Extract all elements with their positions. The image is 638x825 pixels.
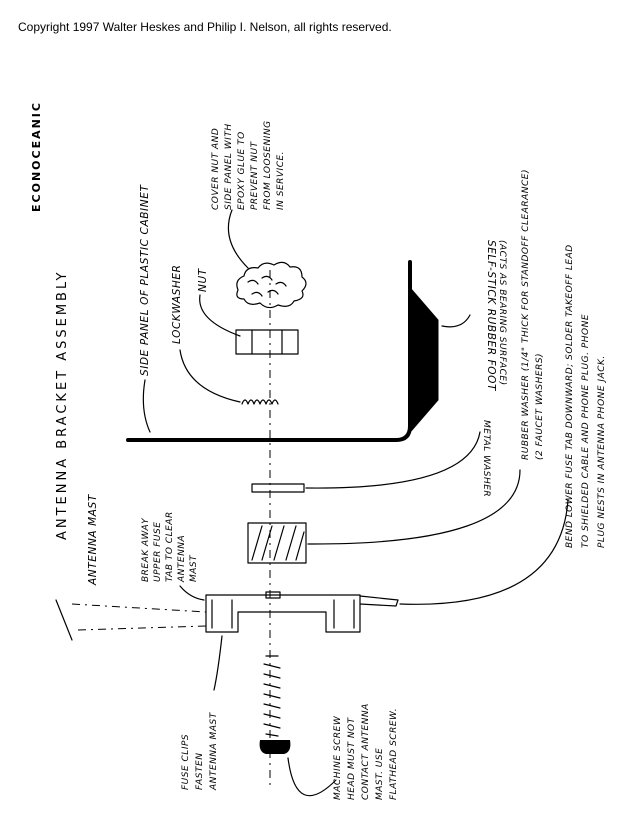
fuse-bracket-center	[265, 591, 281, 599]
side-panel-label: SIDE PANEL OF PLASTIC CABINET	[139, 184, 151, 376]
fuse-tab-bent	[359, 595, 399, 607]
svg-text:IN SERVICE.: IN SERVICE.	[276, 151, 286, 210]
leader-self-stick	[441, 314, 471, 328]
metal-washer-note: METAL WASHER (ACTS AS BEARING SURFACE)	[481, 240, 507, 497]
svg-text:(ACTS AS BEARING SURFACE): (ACTS AS BEARING SURFACE)	[497, 240, 507, 386]
svg-text:FROM LOOSENING: FROM LOOSENING	[263, 120, 273, 210]
brand-label: ECONOCEANIC	[30, 101, 43, 212]
nut-label: NUT	[197, 267, 209, 292]
svg-text:MAST: MAST	[189, 554, 199, 582]
leader-cover-nut	[227, 209, 249, 269]
leader-metal-washer	[305, 431, 481, 489]
leader-side-panel	[142, 379, 151, 433]
svg-text:BREAK AWAY: BREAK AWAY	[141, 517, 151, 582]
svg-text:HEAD MUST NOT: HEAD MUST NOT	[347, 716, 357, 800]
svg-text:RUBBER WASHER (1/4" THICK FOR: RUBBER WASHER (1/4" THICK FOR STANDOFF C…	[521, 169, 531, 460]
svg-text:BEND LOWER FUSE TAB DOWNWARD;: BEND LOWER FUSE TAB DOWNWARD; SOLDER TAK…	[565, 244, 575, 548]
title-label: ANTENNA BRACKET ASSEMBLY	[55, 270, 70, 540]
fuse-bracket-clip-left	[211, 599, 233, 629]
self-stick-label: SELF-STICK RUBBER FOOT	[485, 240, 497, 392]
nut-shape	[235, 329, 299, 355]
break-away-note: BREAK AWAY UPPER FUSE TAB TO CLEAR ANTEN…	[141, 511, 199, 583]
fuse-bracket-shape	[205, 594, 361, 633]
rubber-washer-note: RUBBER WASHER (1/4" THICK FOR STANDOFF C…	[521, 169, 545, 460]
leader-machine-screw	[287, 757, 337, 797]
leader-fuse-clips	[213, 635, 223, 691]
machine-screw-note: MACHINE SCREW HEAD MUST NOT CONTACT ANTE…	[333, 703, 399, 800]
machine-screw-head	[259, 740, 291, 754]
svg-text:MACHINE SCREW: MACHINE SCREW	[333, 715, 343, 800]
leader-nut	[199, 294, 241, 337]
svg-text:FASTEN: FASTEN	[195, 753, 205, 790]
machine-screw-thread	[263, 655, 281, 737]
svg-text:MAST. USE: MAST. USE	[375, 748, 385, 800]
svg-text:PREVENT NUT: PREVENT NUT	[250, 140, 260, 210]
antenna-mast-dash-lower	[77, 625, 207, 631]
svg-text:TAB TO CLEAR: TAB TO CLEAR	[165, 511, 175, 582]
svg-text:CONTACT ANTENNA: CONTACT ANTENNA	[361, 703, 371, 800]
rubber-washer-shape	[247, 522, 307, 564]
lockwasher-shape	[241, 399, 279, 405]
svg-text:ANTENNA: ANTENNA	[177, 535, 187, 583]
epoxy-glue-blob	[236, 261, 307, 309]
svg-text:(2 FAUCET WASHERS): (2 FAUCET WASHERS)	[535, 353, 545, 460]
svg-text:EPOXY GLUE TO: EPOXY GLUE TO	[237, 131, 247, 210]
svg-text:FUSE CLIPS: FUSE CLIPS	[181, 734, 191, 790]
svg-text:SIDE PANEL WITH: SIDE PANEL WITH	[224, 123, 234, 210]
antenna-mast-line	[55, 599, 73, 641]
bend-lower-note: BEND LOWER FUSE TAB DOWNWARD; SOLDER TAK…	[565, 244, 607, 548]
svg-text:FLATHEAD SCREW.: FLATHEAD SCREW.	[389, 708, 399, 800]
side-panel-line	[126, 260, 412, 442]
leader-break-away	[179, 585, 205, 601]
lockwasher-label: LOCKWASHER	[171, 264, 183, 344]
metal-washer-shape	[251, 483, 305, 493]
leader-rubber-washer	[307, 469, 521, 545]
svg-text:COVER NUT AND: COVER NUT AND	[211, 128, 221, 210]
svg-text:UPPER FUSE: UPPER FUSE	[153, 522, 163, 582]
antenna-mast-label: ANTENNA MAST	[87, 493, 99, 586]
svg-text:PLUG NESTS IN ANTENNA PHONE JA: PLUG NESTS IN ANTENNA PHONE JACK.	[597, 355, 607, 548]
fuse-bracket-clip-right	[333, 599, 355, 629]
leader-lockwasher	[179, 349, 241, 403]
fuse-clips-note: FUSE CLIPS FASTEN ANTENNA MAST	[181, 711, 219, 791]
rubber-washer-hatch	[251, 525, 305, 561]
rubber-foot	[411, 288, 439, 432]
leader-bend-lower	[399, 499, 569, 605]
antenna-mast-dash-upper	[71, 603, 207, 613]
svg-text:ANTENNA MAST: ANTENNA MAST	[209, 711, 219, 791]
svg-text:TO SHIELDED CABLE AND PHONE PL: TO SHIELDED CABLE AND PHONE PLUG. PHONE	[581, 314, 591, 548]
svg-text:METAL WASHER: METAL WASHER	[481, 420, 491, 497]
epoxy-glue-texture	[247, 275, 287, 297]
cover-nut-note: COVER NUT AND SIDE PANEL WITH EPOXY GLUE…	[211, 120, 286, 210]
copyright-notice: Copyright 1997 Walter Heskes and Philip …	[18, 20, 392, 34]
